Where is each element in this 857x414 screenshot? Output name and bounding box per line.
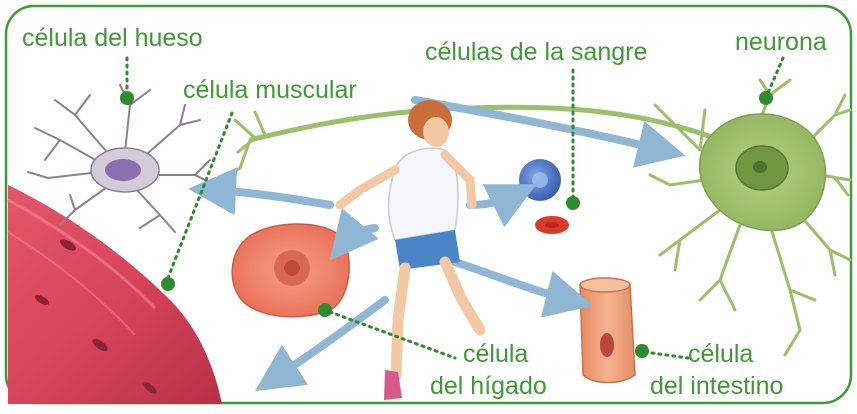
label-liver-cell-line2: del hígado: [430, 372, 585, 400]
label-liver-cell: célula del hígado: [455, 340, 585, 400]
label-blood-cells: células de la sangre: [425, 38, 647, 66]
label-muscle-cell: célula muscular: [183, 76, 357, 104]
bone-cell-nucleus: [105, 159, 141, 181]
label-blood-cells-text: células de la sangre: [425, 38, 647, 66]
label-muscle-cell-text: célula muscular: [183, 76, 357, 104]
label-neuron-text: neurona: [735, 28, 827, 56]
label-bone-cell: célula del hueso: [22, 24, 203, 52]
intestine-cell: [580, 278, 635, 383]
label-intestine-cell: célula del intestino: [650, 340, 783, 400]
blood-cell-blue-inner: [532, 172, 548, 188]
blood-cell-red-center: [545, 222, 559, 228]
label-bone-cell-text: célula del hueso: [22, 24, 203, 52]
label-neuron: neurona: [735, 28, 827, 56]
label-liver-cell-line1: célula: [463, 340, 585, 368]
label-intestine-cell-line2: del intestino: [650, 372, 783, 400]
liver-cell-nucleolus: [284, 260, 300, 276]
label-intestine-cell-line1: célula: [688, 340, 783, 368]
